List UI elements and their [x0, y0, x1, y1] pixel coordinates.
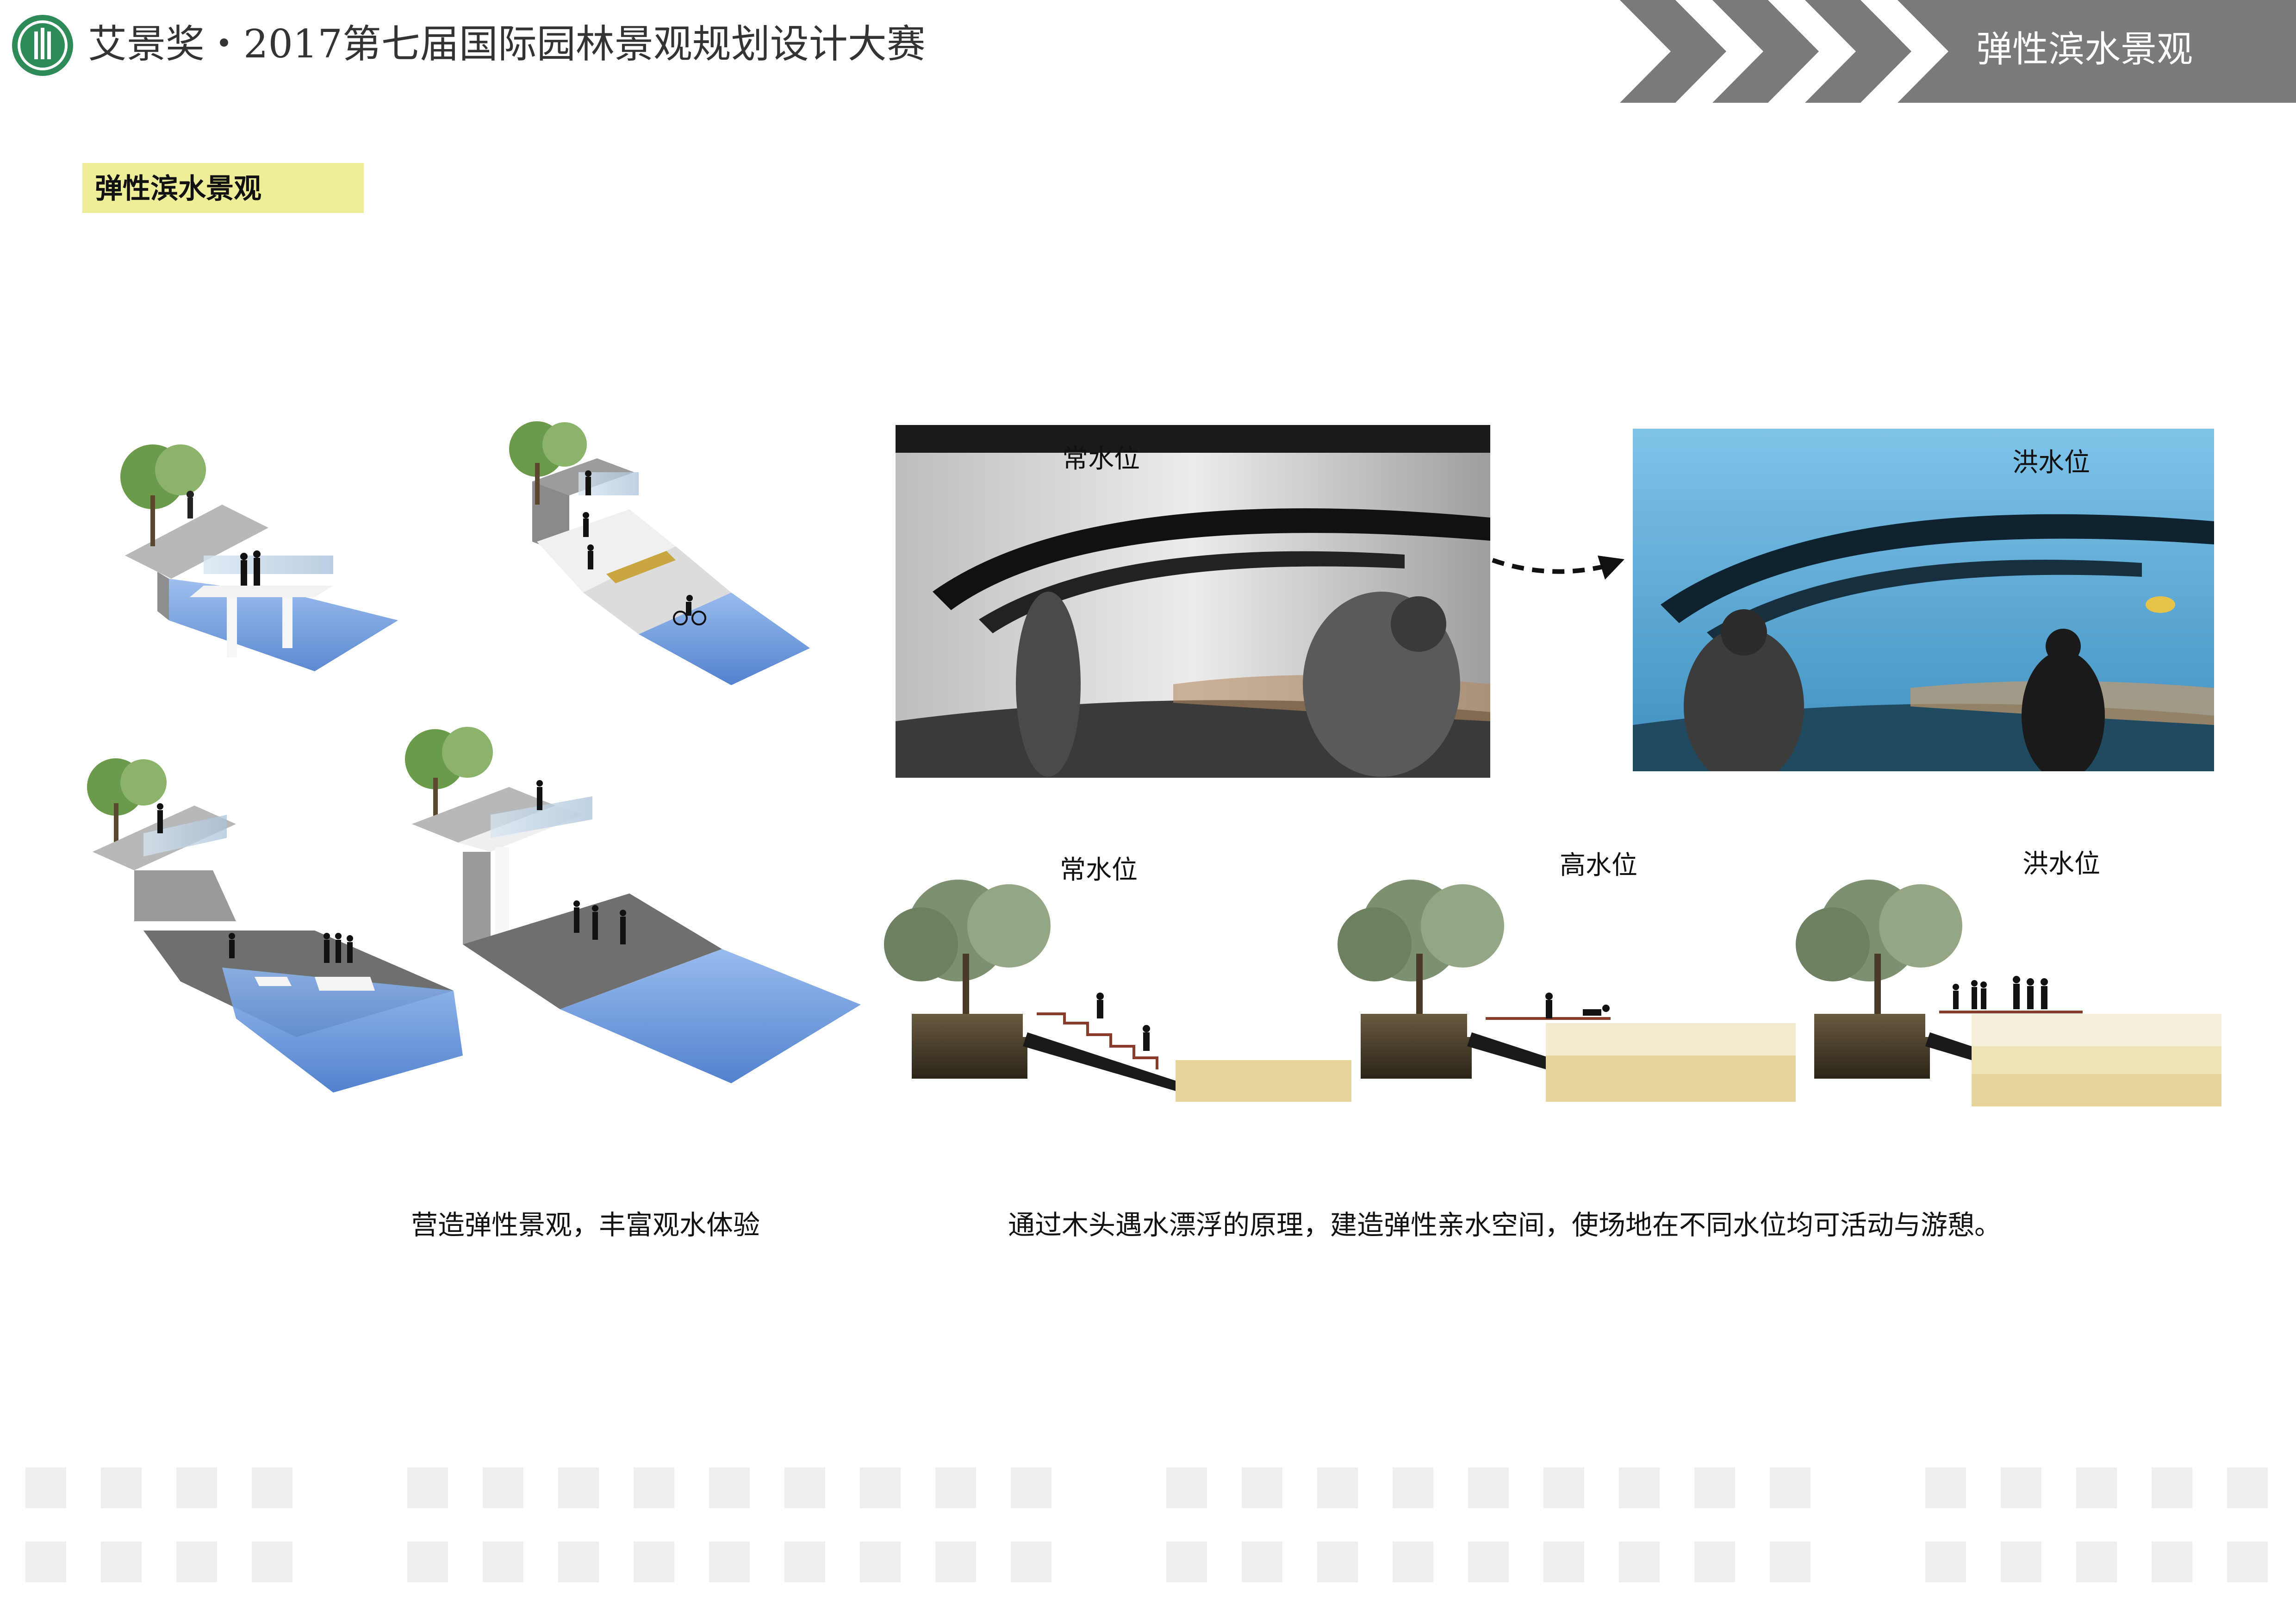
footer-block: [1393, 1468, 1433, 1508]
footer-decoration: [25, 1468, 2268, 1582]
footer-block: [1242, 1468, 1282, 1508]
footer-block: [1011, 1468, 1052, 1508]
footer-block: [1694, 1468, 1735, 1508]
diagram-steps: [509, 421, 810, 685]
diagram-floating-platforms: [87, 758, 463, 1093]
caption-right: 通过木头遇水漂浮的原理，建造弹性亲水空间，使场地在不同水位均可活动与游憩。: [1008, 1209, 2002, 1241]
footer-block: [2227, 1542, 2268, 1582]
footer-block: [558, 1468, 599, 1508]
footer-block: [2001, 1542, 2041, 1582]
resilient-waterfront-diagrams: [87, 421, 861, 1093]
footer-block: [1543, 1542, 1584, 1582]
footer-block: [784, 1542, 825, 1582]
section-normal-water: [884, 880, 1351, 1102]
footer-block: [1166, 1542, 1207, 1582]
footer-block: [2227, 1468, 2268, 1508]
footer-block: [634, 1468, 674, 1508]
footer-block: [1468, 1468, 1509, 1508]
footer-block: [1166, 1468, 1207, 1508]
normal-water-tunnel-photo: 常水位: [896, 425, 1490, 778]
footer-block: [558, 1542, 599, 1582]
footer-block: [1011, 1542, 1052, 1582]
footer-block: [1619, 1542, 1660, 1582]
section-label-high: 高水位: [1560, 850, 1637, 881]
footer-block: [483, 1542, 523, 1582]
footer-block: [709, 1468, 750, 1508]
competition-title: 艾景奖・2017第七届国际园林景观规划设计大赛: [88, 21, 926, 67]
chevron-icon: [1712, 0, 1819, 103]
footer-block: [176, 1542, 217, 1582]
footer-block: [1393, 1542, 1433, 1582]
footer-block: [860, 1468, 901, 1508]
section-label-flood: 洪水位: [2022, 849, 2100, 879]
section-tag: 弹性滨水景观: [1976, 29, 2193, 70]
diagram-pier: [120, 444, 398, 671]
footer-block: [1317, 1468, 1358, 1508]
footer-block: [2001, 1468, 2041, 1508]
footer-block: [407, 1468, 448, 1508]
footer-block: [25, 1468, 66, 1508]
footer-block: [483, 1468, 523, 1508]
footer-block: [1468, 1542, 1509, 1582]
footer-block: [2152, 1468, 2192, 1508]
caption-left: 营造弹性景观，丰富观水体验: [411, 1209, 760, 1241]
section-high-water: [1338, 880, 1796, 1102]
section-heading-highlight: [82, 163, 364, 213]
transition-arrow-icon: [1492, 556, 1624, 580]
footer-block: [1925, 1468, 1966, 1508]
footer-block: [1694, 1542, 1735, 1582]
water-level-sections: [884, 880, 2221, 1106]
footer-block: [1317, 1542, 1358, 1582]
footer-block: [1619, 1468, 1660, 1508]
footer-block: [1242, 1542, 1282, 1582]
footer-block: [935, 1468, 976, 1508]
footer-block: [634, 1542, 674, 1582]
footer-block: [1543, 1468, 1584, 1508]
footer-block: [2152, 1542, 2192, 1582]
footer-block: [2076, 1468, 2117, 1508]
flood-water-tunnel-photo: 洪水位: [1633, 429, 2214, 771]
footer-block: [1770, 1542, 1811, 1582]
footer-block: [2076, 1542, 2117, 1582]
photo-label-normal: 常水位: [1062, 444, 1140, 474]
footer-block: [25, 1542, 66, 1582]
footer-block: [252, 1468, 292, 1508]
competition-logo-icon: [12, 15, 73, 76]
diagram-canopy-promenade: [405, 727, 861, 1083]
chevron-icon: [1620, 0, 1726, 103]
footer-block: [1925, 1542, 1966, 1582]
footer-block: [407, 1542, 448, 1582]
footer-block: [101, 1468, 142, 1508]
photo-label-flood: 洪水位: [2012, 448, 2090, 478]
footer-block: [101, 1542, 142, 1582]
section-flood-water: [1796, 880, 2221, 1106]
footer-block: [1770, 1468, 1811, 1508]
footer-block: [252, 1542, 292, 1582]
header-chevron-band: [1620, 0, 2296, 103]
footer-block: [860, 1542, 901, 1582]
footer-block: [784, 1468, 825, 1508]
footer-block: [176, 1468, 217, 1508]
footer-block: [709, 1542, 750, 1582]
chevron-icon: [1805, 0, 1911, 103]
footer-block: [935, 1542, 976, 1582]
section-heading: 弹性滨水景观: [95, 173, 261, 205]
section-label-normal: 常水位: [1060, 855, 1138, 885]
